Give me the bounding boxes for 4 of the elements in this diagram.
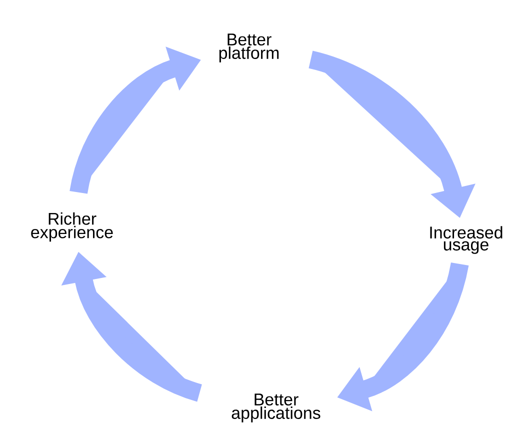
cycle-label: Richer experience: [31, 212, 113, 242]
cycle-label: Increased usage: [430, 226, 502, 254]
cycle-label: Better applications: [232, 394, 320, 422]
cycle-label: Better platform: [219, 34, 279, 62]
